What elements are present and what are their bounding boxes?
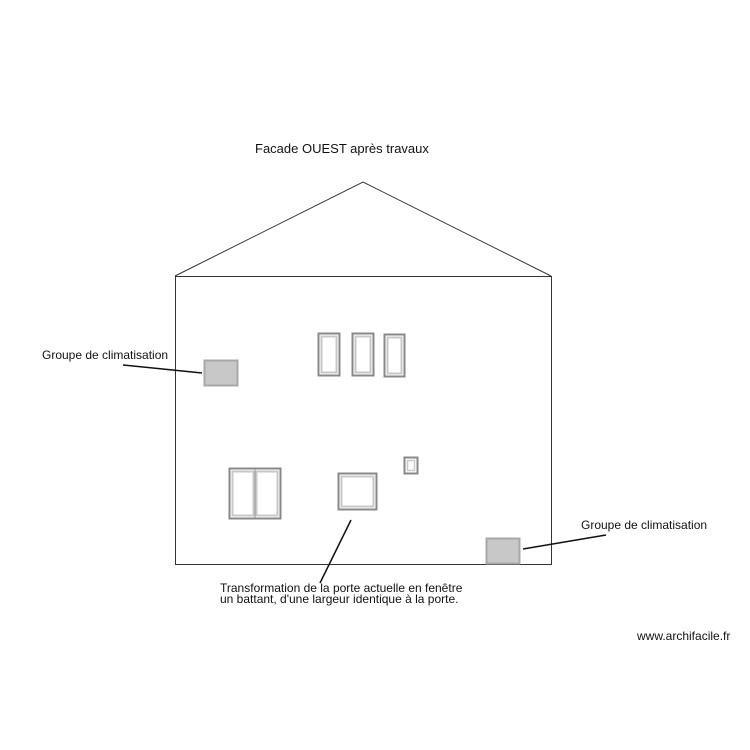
leader-line-door-note [319, 519, 352, 584]
leader-line-ac-left [122, 364, 203, 374]
facade-wall [175, 276, 552, 565]
ac-label-right: Groupe de climatisation [581, 518, 708, 532]
upper-window-3 [383, 333, 406, 378]
upper-window-2 [351, 332, 375, 377]
roof-gable [174, 181, 552, 277]
small-window [403, 456, 419, 475]
upper-window-1 [317, 332, 341, 377]
door-note-line-2: un battant, d'une largeur identique à la… [220, 592, 459, 606]
ac-label-left: Groupe de climatisation [42, 348, 169, 362]
watermark: www.archifacile.fr [637, 629, 731, 643]
drawing-title: Facade OUEST après travaux [255, 141, 429, 156]
ac-unit-left [203, 359, 239, 387]
double-window [228, 467, 282, 520]
door-transformation-note: Transformation de la porte actuelle en f… [220, 581, 463, 606]
ac-unit-right [485, 537, 521, 565]
transformed-door-window [337, 472, 378, 511]
leader-line-ac-right [522, 534, 607, 550]
door-note-line-1: Transformation de la porte actuelle en f… [220, 581, 463, 595]
